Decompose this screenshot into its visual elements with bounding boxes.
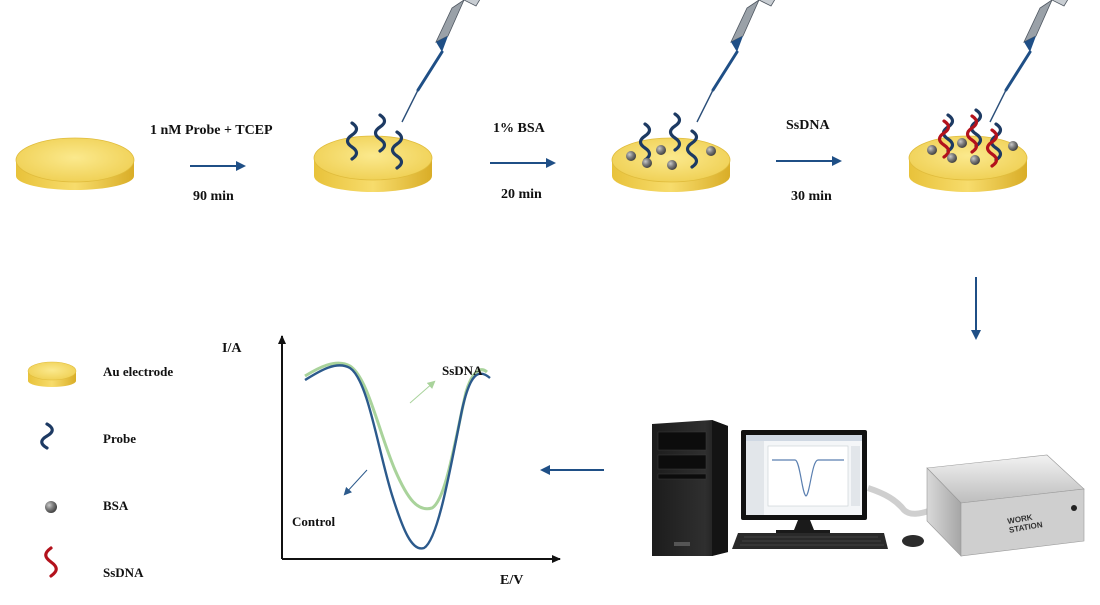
pipette-icon [988, 0, 1076, 124]
electrode-bare [15, 137, 135, 190]
legend-ssdna-strand-icon [44, 546, 58, 578]
step-2-time-label: 20 min [501, 187, 542, 202]
legend-bsa-sphere-icon [45, 501, 57, 513]
mouse [902, 535, 924, 547]
legend-bsa-label: BSA [103, 498, 129, 513]
ssdna-curve [304, 361, 488, 511]
y-axis-label: I/A [222, 341, 242, 356]
keyboard [732, 533, 888, 549]
legend-probe-label: Probe [103, 431, 136, 446]
pipette-icon [695, 0, 783, 124]
legend-au-electrode-label: Au electrode [103, 364, 174, 379]
cable [867, 485, 933, 517]
step-2-reagent-label: 1% BSA [493, 121, 545, 136]
legend-probe-strand-icon [40, 422, 54, 450]
electrode-bsa [611, 112, 731, 192]
electrode-probe [313, 113, 433, 192]
pipette-icon [400, 0, 488, 124]
monitor [741, 430, 867, 535]
legend-gold-disk-icon [27, 361, 77, 387]
computer-tower [652, 420, 728, 556]
step-1-reagent-label: 1 nM Probe + TCEP [150, 123, 273, 138]
voltammogram [278, 335, 561, 563]
workstation-box [926, 454, 1085, 557]
step-3-time-label: 30 min [791, 189, 832, 204]
control-trend-arrow [343, 469, 368, 496]
step-3-reagent-label: SsDNA [786, 118, 830, 133]
x-axis-label: E/V [500, 573, 524, 588]
control-curve [304, 364, 491, 550]
ssdna-curve-label: SsDNA [442, 363, 483, 378]
control-curve-label: Control [292, 514, 336, 529]
electrode-hybridized [908, 108, 1028, 192]
ssdna-trend-arrow [409, 380, 436, 404]
step-1-time-label: 90 min [193, 189, 234, 204]
legend-ssdna-label: SsDNA [103, 565, 144, 580]
